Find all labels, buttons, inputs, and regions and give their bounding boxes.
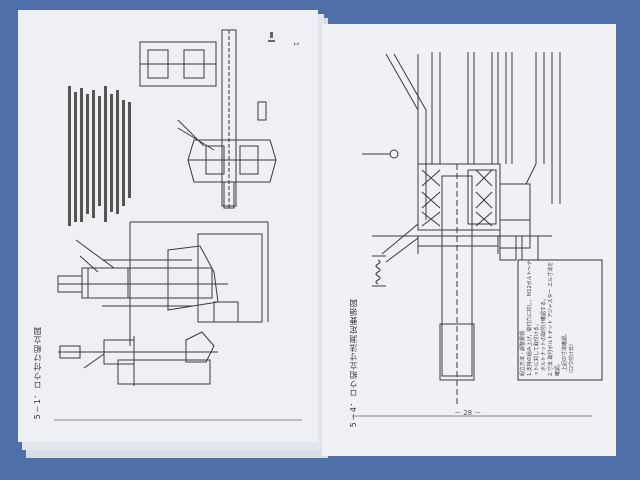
right-page-number: － 28 － (454, 409, 482, 417)
note-line: 上記の寸法確認。 (562, 330, 568, 376)
note-line: （ロウ付け日） (569, 340, 575, 376)
notes-block: 組立方法・調整要領 1.支持の組み上げ，取付穴に対し，Ｍ12ボルト～ナットに対し… (518, 260, 602, 380)
notes-header: 組立方法・調整要領 (520, 330, 526, 376)
note-line: ボルトナットの取付け確認する。 (541, 295, 547, 376)
left-page-drawing (54, 29, 302, 421)
left-document-page: 5－1．ロウ付け組立図 1 (18, 10, 318, 442)
left-page-mark: 1 (292, 41, 301, 47)
notes-box-border (517, 259, 603, 381)
note-line: 1.支持の組み上げ，取付穴に対し，Ｍ12ボルト～ナットに対して取付ける。 (527, 260, 540, 376)
parts-list-text-block (68, 86, 131, 226)
right-document-page: 5－4．ロウ組立寸法測定要領図 組立方法・調整要領 1.支持の組み上げ，取付穴に… (322, 24, 616, 456)
left-page-title: 5－1．ロウ付け組立図 (33, 326, 42, 420)
note-line: 2.寸法 取付ボルトナット アジャスター エル寸法を確認。 (548, 261, 561, 376)
right-page-title: 5－4．ロウ組立寸法測定要領図 (349, 298, 358, 428)
right-page-drawing (352, 52, 603, 417)
